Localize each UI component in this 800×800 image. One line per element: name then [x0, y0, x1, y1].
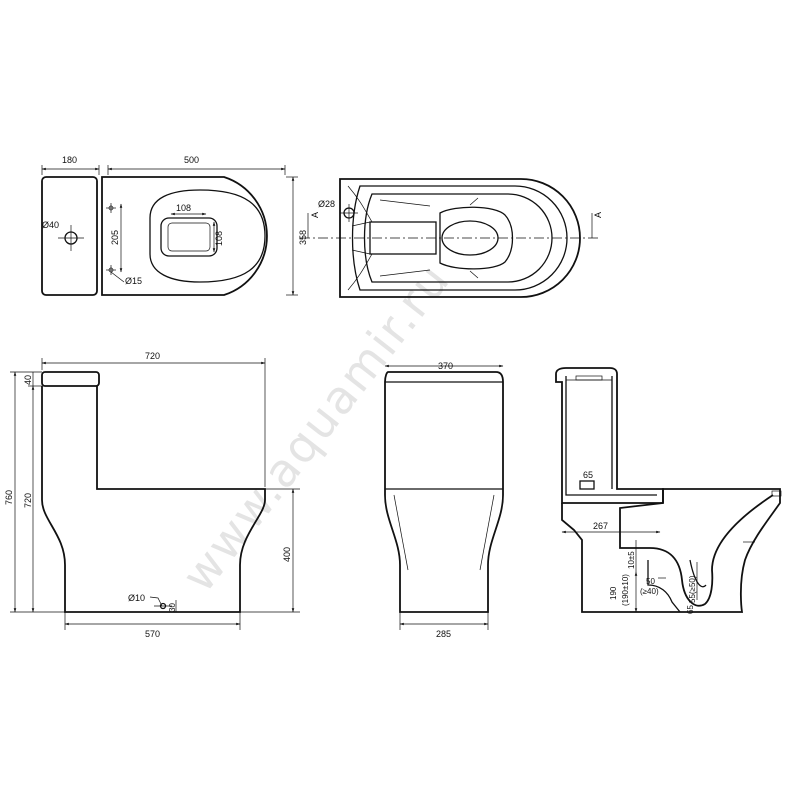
bowl-opening: [160, 217, 218, 257]
dim-outlet-gap: 10±5: [627, 551, 636, 569]
section-top-view: A A Ø28: [300, 178, 603, 298]
section-outline: [339, 178, 581, 298]
dim-tank-depth: 180: [62, 155, 77, 165]
dim-front-width: 370: [438, 361, 453, 371]
dim-width: 358: [298, 230, 308, 245]
dim-bowl-length: 500: [184, 155, 199, 165]
trap-section: [619, 494, 774, 607]
dim-hole-diameter: Ø15: [125, 276, 142, 286]
side-body-outline: [41, 386, 266, 613]
dim-pipe-min: (≥40): [640, 587, 659, 596]
dim-tank-height: 720: [23, 493, 33, 508]
bowl-inner: [439, 206, 514, 270]
side-view: 720 760 40 720 400 Ø10 30 570: [4, 351, 300, 639]
flush-valve: [579, 480, 595, 490]
tank-lid: [41, 371, 100, 387]
dim-trap: 55(≥50): [688, 575, 697, 603]
dim-section-hole: Ø28: [318, 199, 335, 209]
mount-hole-top: [106, 203, 116, 213]
watermark: www.aquamir.ru: [171, 253, 460, 602]
dim-front-base: 285: [436, 629, 451, 639]
tank-outline: [41, 176, 98, 296]
dim-hole-spacing: 205: [110, 230, 120, 245]
section-marker-left: A: [310, 212, 320, 218]
seat-outline: [149, 189, 266, 283]
front-view: 370 285: [384, 361, 504, 639]
top-view: Ø40 180 500 358 205: [41, 155, 308, 296]
dim-outlet-height-tol: (190±10): [621, 574, 630, 606]
mount-hole-bottom: [106, 265, 116, 275]
bowl-section-outer: [561, 488, 781, 613]
dim-floor-hole: Ø10: [128, 593, 145, 603]
dim-lid: 40: [23, 375, 33, 385]
dim-trap-base: 65: [686, 605, 695, 614]
front-body-outline: [384, 371, 504, 613]
dim-seat-depth: 108: [214, 231, 224, 246]
cross-section: 65 267 10±5 190 (190±10) 50 (≥40) 55(≥50…: [555, 367, 782, 614]
dim-outlet-distance: 267: [593, 521, 608, 531]
dim-pipe: 50: [646, 577, 655, 586]
dim-seat-width: 108: [176, 203, 191, 213]
dim-valve: 65: [583, 470, 593, 480]
dim-base: 570: [145, 629, 160, 639]
dim-side-length: 720: [145, 351, 160, 361]
dim-bowl-height: 400: [282, 547, 292, 562]
section-marker-right: A: [593, 212, 603, 218]
dim-total-height: 760: [4, 490, 14, 505]
dim-floor-hole-offset: 30: [168, 603, 177, 612]
dim-outlet-height: 190: [609, 586, 618, 600]
bowl-outline: [101, 176, 268, 296]
dim-tank-hole: Ø40: [42, 220, 59, 230]
tank-section: [555, 367, 664, 504]
